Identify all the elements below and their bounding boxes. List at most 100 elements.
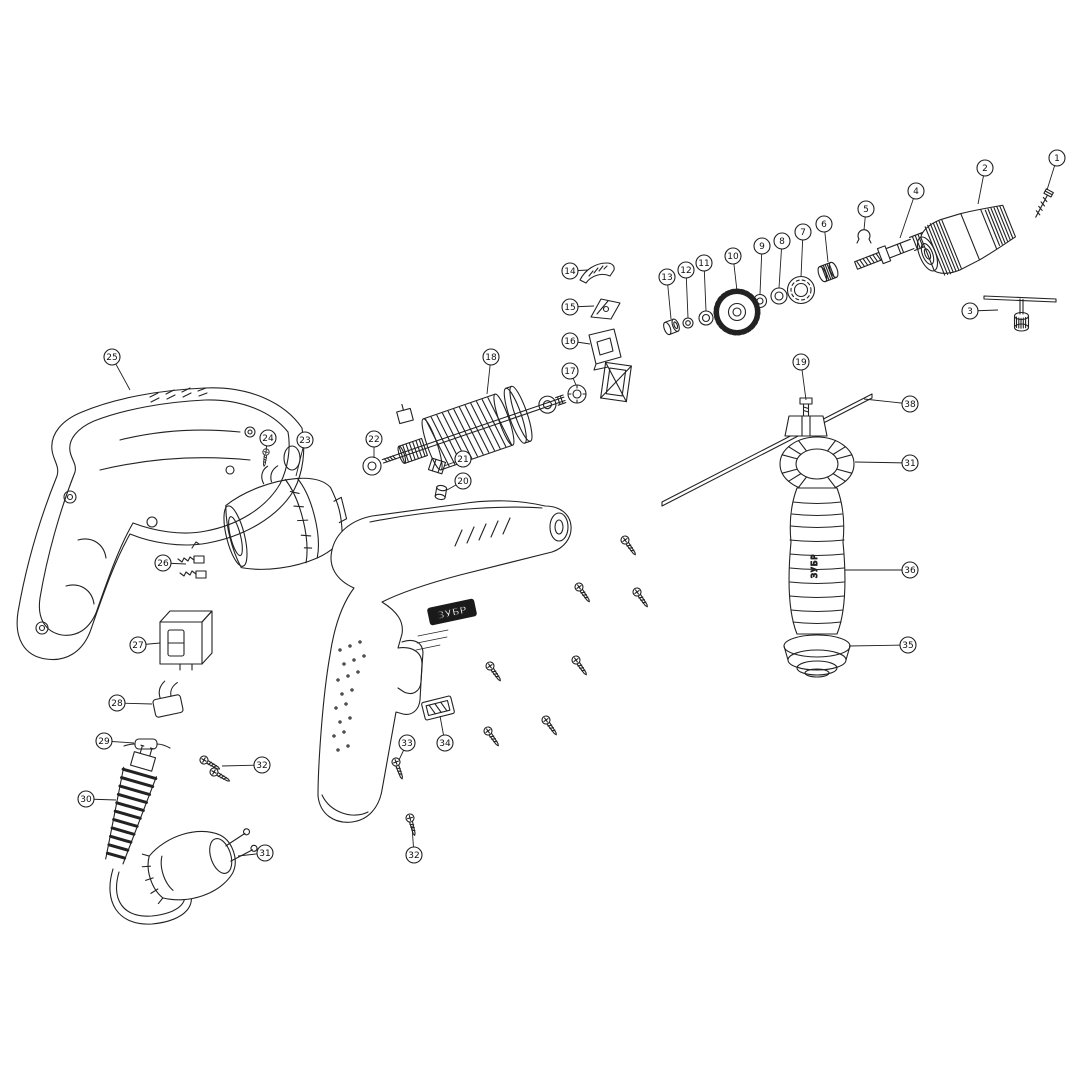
callout-sleeve (454, 472, 472, 490)
callout-stator (296, 431, 314, 449)
bushing-drawing (663, 318, 680, 336)
sleeve-drawing (434, 484, 448, 501)
brush-holder-cap-drawing (579, 262, 615, 284)
callout-label-handle-cap: 35 (902, 641, 913, 651)
washer-17-drawing (567, 384, 587, 404)
callout-cord-protector (77, 790, 95, 808)
baffle-plate-drawing (590, 298, 621, 320)
callout-chuck-screw (1048, 149, 1066, 167)
callout-washer (677, 261, 695, 279)
callout-label-spindle: 4 (913, 187, 919, 197)
circlip-drawing (856, 229, 872, 244)
callout-screw (405, 846, 423, 864)
bearing-bracket-drawing (588, 328, 622, 371)
washer-12-drawing (682, 317, 694, 329)
callout-label-main-gear: 10 (727, 252, 739, 262)
callout-motor-housing (103, 348, 121, 366)
callout-label-brush-holder-cap: 14 (564, 267, 576, 277)
impact-pinion-drawing (817, 261, 839, 283)
callout-switch (129, 636, 147, 654)
callout-label-screws: 32 (256, 761, 267, 771)
callout-label-stator: 23 (299, 436, 310, 446)
callout-cable-clamp (95, 732, 113, 750)
callout-label-depth-gauge-rod: 38 (904, 400, 916, 410)
callout-label-armature: 18 (485, 353, 497, 363)
screw-drawing (390, 756, 407, 781)
callout-label-washer: 12 (680, 266, 691, 276)
screw-drawing (572, 580, 594, 605)
callout-ball-bearing (794, 223, 812, 241)
callout-power-plug (256, 844, 274, 862)
callout-washer (695, 254, 713, 272)
callout-baffle-plate (561, 298, 579, 316)
callout-handle-grip (901, 561, 919, 579)
screw-drawing (630, 585, 652, 610)
callout-clamp-ring (901, 454, 919, 472)
leader-handle-cap (848, 644, 909, 647)
screw-drawing (539, 713, 561, 738)
callout-chuck (976, 159, 994, 177)
callout-label-chuck: 2 (982, 164, 988, 174)
handle-cap-drawing (783, 634, 851, 678)
callout-label-cord-protector: 30 (80, 795, 92, 805)
callout-label-brush-block: 21 (457, 455, 468, 465)
carbon-brushes-drawing (177, 541, 207, 579)
callout-bearing-washer (365, 430, 383, 448)
callout-depth-gauge-rod (901, 395, 919, 413)
callout-label-power-plug: 31 (259, 849, 270, 859)
callout-label-handle-clamp-bolt: 19 (795, 358, 807, 368)
callout-label-washer: 11 (698, 259, 709, 269)
callout-washer (753, 237, 771, 255)
callout-label-clamp-ring: 31 (904, 459, 915, 469)
callout-circlip (857, 200, 875, 218)
callout-washer (561, 362, 579, 380)
body-label-plate (427, 598, 477, 626)
lamination-stack-drawing (600, 361, 632, 403)
callout-label-screw: 32 (408, 851, 419, 861)
callout-capacitor (108, 694, 126, 712)
drill-body-drawing: ЗУБР (317, 500, 572, 823)
callout-label-screw: 24 (262, 434, 274, 444)
callout-label-bushing: 13 (661, 273, 672, 283)
pin-plate-drawing (396, 403, 414, 425)
bearing-washer-drawing (362, 456, 382, 476)
callout-label-impact-pinion: 6 (821, 220, 827, 230)
washer-11-drawing (698, 310, 714, 326)
brush-block-drawing (427, 457, 447, 475)
screw-drawing (481, 724, 503, 749)
callout-screws (253, 756, 271, 774)
washer-8-drawing (770, 287, 788, 305)
callout-label-washer: 17 (564, 367, 575, 377)
screw-drawing (483, 659, 505, 684)
callout-spindle (907, 182, 925, 200)
power-plug-drawing (141, 828, 258, 905)
callout-label-bearing-washer: 22 (368, 435, 379, 445)
switch-drawing (159, 610, 213, 671)
callout-label-handle-grip: 36 (904, 566, 916, 576)
cover-plate-drawing (421, 695, 455, 721)
clamp-ring-drawing (779, 436, 855, 492)
callout-bushing (658, 268, 676, 286)
depth-gauge-rod-drawing (661, 393, 873, 507)
callout-screw (398, 734, 416, 752)
callout-carbon-brushes (154, 554, 172, 572)
cable-clamp-drawing (123, 738, 171, 750)
callout-label-capacitor: 28 (111, 699, 123, 709)
capacitor-drawing (152, 680, 184, 718)
screw-drawing (569, 653, 591, 678)
callout-label-screw: 33 (401, 739, 412, 749)
callout-label-sleeve: 20 (457, 477, 469, 487)
callout-label-chuck-key: 3 (967, 307, 973, 317)
chuck-drawing (916, 204, 1017, 276)
callout-impact-pinion (815, 215, 833, 233)
callout-brush-block (454, 450, 472, 468)
callout-handle-clamp-bolt (792, 353, 810, 371)
callout-screw (259, 429, 277, 447)
leader-clamp-ring (854, 461, 911, 464)
handle-label-text: ЗУБР (810, 554, 819, 578)
callout-bearing-bracket (561, 332, 579, 350)
handle-clamp-drawing (784, 397, 828, 437)
callout-label-bearing-bracket: 16 (564, 337, 576, 347)
callout-label-baffle-plate: 15 (564, 303, 575, 313)
